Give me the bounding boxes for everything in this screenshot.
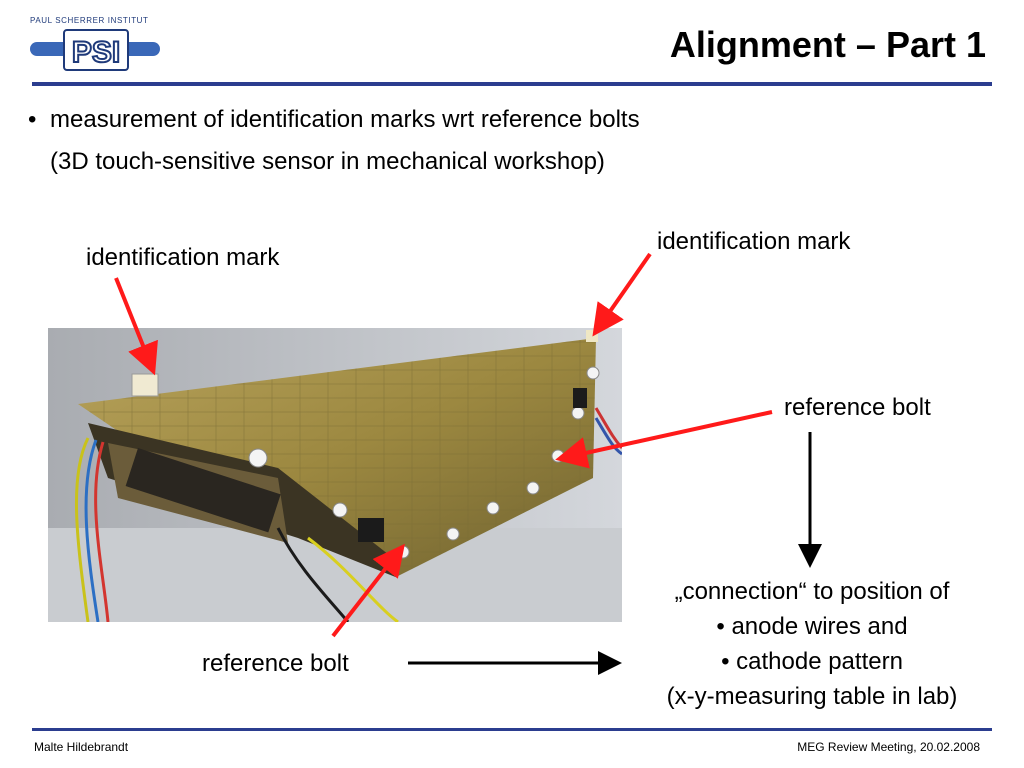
- logo-caption: PAUL SCHERRER INSTITUT: [30, 16, 149, 25]
- label-identification-mark-right: identification mark: [657, 228, 851, 255]
- psi-logo-mark: PSI: [30, 29, 160, 71]
- footer-author: Malte Hildebrandt: [34, 740, 129, 754]
- chamber-photo: [48, 328, 622, 622]
- bullet-subline: (3D touch-sensitive sensor in mechanical…: [50, 148, 605, 175]
- psi-logo: PAUL SCHERRER INSTITUT PSI: [30, 16, 160, 72]
- arrow-id-mark-right: [592, 252, 652, 337]
- page-title: Alignment – Part 1: [669, 24, 986, 65]
- connection-line-4: (x-y-measuring table in lab): [666, 683, 958, 710]
- connection-line-1: „connection“ to position of: [674, 578, 950, 605]
- footer-divider: [32, 728, 992, 731]
- label-identification-mark-left: identification mark: [86, 244, 280, 271]
- connection-line-2: • anode wires and: [716, 613, 908, 640]
- bullet-text: measurement of identification marks wrt …: [50, 106, 640, 133]
- bullet-item: • measurement of identification marks wrt…: [28, 106, 640, 134]
- logo-text: PSI: [72, 36, 120, 69]
- bullet-marker: •: [28, 106, 37, 133]
- header-divider: [32, 82, 992, 86]
- connection-note: „connection“ to position of • anode wire…: [630, 574, 994, 714]
- footer-event: MEG Review Meeting, 20.02.2008: [797, 740, 980, 754]
- connection-line-3: • cathode pattern: [721, 648, 903, 675]
- label-reference-bolt-right: reference bolt: [784, 394, 931, 421]
- label-reference-bolt-bottom: reference bolt: [202, 650, 349, 677]
